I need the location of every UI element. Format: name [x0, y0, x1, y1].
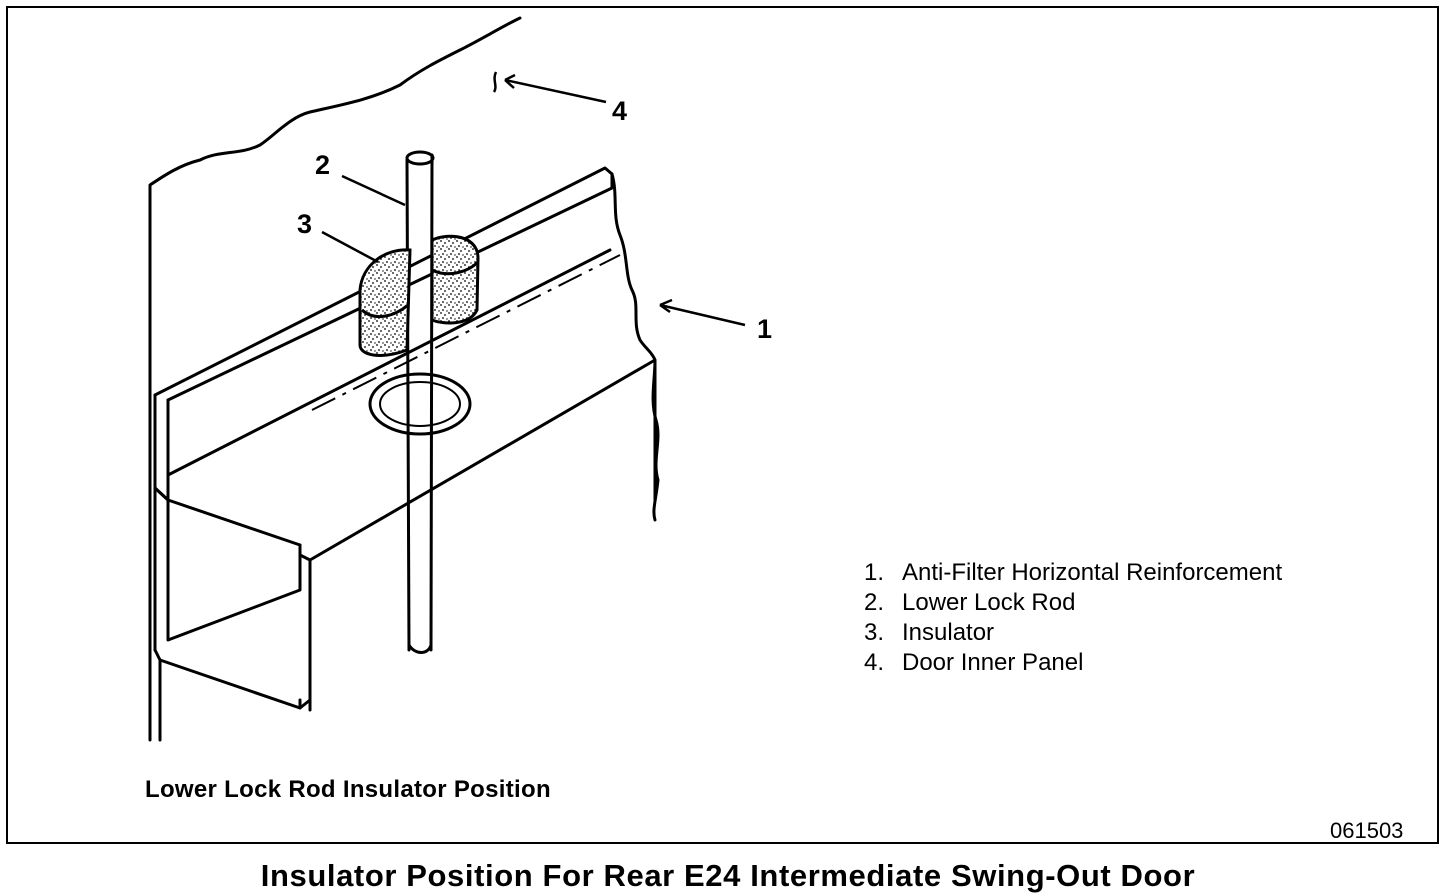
torn-panel-edge — [610, 172, 660, 522]
legend-number: 4. — [864, 649, 885, 676]
legend-number: 3. — [864, 619, 885, 646]
leader-line-2 — [341, 174, 406, 207]
legend-label: Insulator — [902, 619, 995, 646]
legend-item: 4. Door Inner Panel — [864, 648, 1282, 678]
callout-3: 3 — [297, 209, 313, 239]
rod-hole — [368, 372, 472, 436]
figure-code: 061503 — [1330, 818, 1404, 843]
callout-4: 4 — [612, 96, 628, 126]
legend-label: Lower Lock Rod — [902, 589, 1076, 616]
reinforcement-channel — [158, 498, 312, 710]
figure-title: Insulator Position For Rear E24 Intermed… — [260, 858, 1196, 893]
legend-number: 1. — [864, 559, 885, 586]
lower-lock-rod — [405, 153, 434, 652]
diagram-caption: Lower Lock Rod Insulator Position — [145, 776, 551, 803]
leader-line-1 — [659, 303, 746, 327]
callout-2: 2 — [315, 150, 331, 180]
leader-line-3 — [321, 230, 379, 264]
parts-legend: 1. Anti-Filter Horizontal Reinforcement 2… — [864, 558, 1282, 678]
legend-label: Door Inner Panel — [902, 649, 1084, 676]
legend-number: 2. — [864, 589, 885, 616]
leader-line-4 — [504, 78, 607, 104]
legend-label: Anti-Filter Horizontal Reinforcement — [902, 559, 1283, 586]
legend-item: 1. Anti-Filter Horizontal Reinforcement — [864, 558, 1282, 588]
legend-item: 3. Insulator — [864, 618, 1282, 648]
figure-frame — [6, 6, 1439, 844]
door-inner-panel — [148, 16, 522, 742]
callout-1: 1 — [757, 314, 773, 344]
insulator — [358, 234, 480, 357]
legend-item: 2. Lower Lock Rod — [864, 588, 1282, 618]
